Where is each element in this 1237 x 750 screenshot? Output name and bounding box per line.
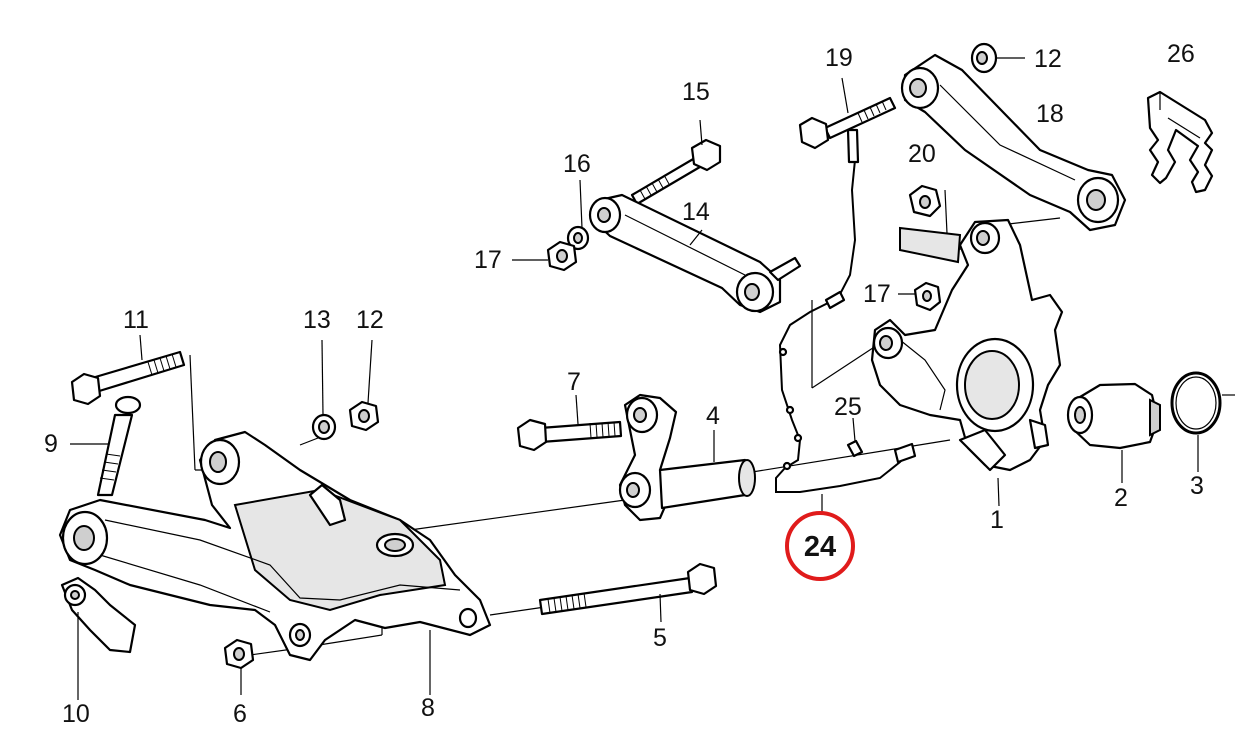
part-9-bolt [70,395,142,497]
part-25-screw [846,417,864,458]
part-16-washer [566,179,590,251]
callout-8: 8 [421,694,435,722]
part-6-nut [223,638,255,695]
callout-5: 5 [653,624,667,652]
callout-12-upper: 12 [1034,45,1062,73]
part-17-nut-right [898,281,942,312]
part-12-upper-nut [970,42,1025,74]
callout-24: 24 [804,531,836,563]
part-17-nut-left [512,240,578,272]
callout-15: 15 [682,78,710,106]
part-1-wheel-carrier [870,218,1064,507]
callout-1: 1 [990,506,1004,534]
callout-14: 14 [682,198,710,226]
part-12-lower-nut [348,339,380,432]
callout-2: 2 [1114,484,1128,512]
callout-17-right: 17 [863,280,891,308]
callout-3: 3 [1190,472,1204,500]
callout-20: 20 [908,140,936,168]
callout-13: 13 [303,306,331,334]
part-20-nut [908,184,942,218]
part-4-integral-link [618,393,756,522]
callout-18: 18 [1036,100,1064,128]
part-15-bolt [630,119,722,206]
part-19-bolt [798,77,897,150]
part-18-upper-control-arm [900,53,1127,232]
part-24-abs-sensor-cable [775,128,917,512]
callout-11: 11 [123,306,149,334]
callout-12-lower: 12 [356,306,384,334]
callout-16: 16 [563,150,591,178]
callout-7: 7 [567,368,581,396]
part-11-bolt [70,334,186,406]
part-8-lower-control-arm [58,430,492,695]
callout-6: 6 [233,700,247,728]
part-7-bolt [516,394,623,452]
callout-labels: 1 2 3 4 5 6 7 8 9 10 11 12 12 13 14 15 1… [44,40,1204,728]
callout-19: 19 [825,44,853,72]
part-13-washer [311,339,337,441]
callout-17-left: 17 [474,246,502,274]
part-3-circlip [1170,371,1222,472]
highlight-ring [785,511,855,581]
callout-25: 25 [834,393,862,421]
callout-4: 4 [706,402,720,430]
part-5-bolt [538,562,718,623]
part-14-toe-link [588,193,802,314]
part-2-wheel-bearing [1066,382,1161,483]
highlighted-callout-24[interactable]: 24 [785,511,855,581]
callout-26: 26 [1167,40,1195,68]
callout-10: 10 [62,700,90,728]
part-26-bracket-clip [1146,90,1214,194]
callout-9: 9 [44,430,58,458]
part-10-bracket [60,576,137,700]
